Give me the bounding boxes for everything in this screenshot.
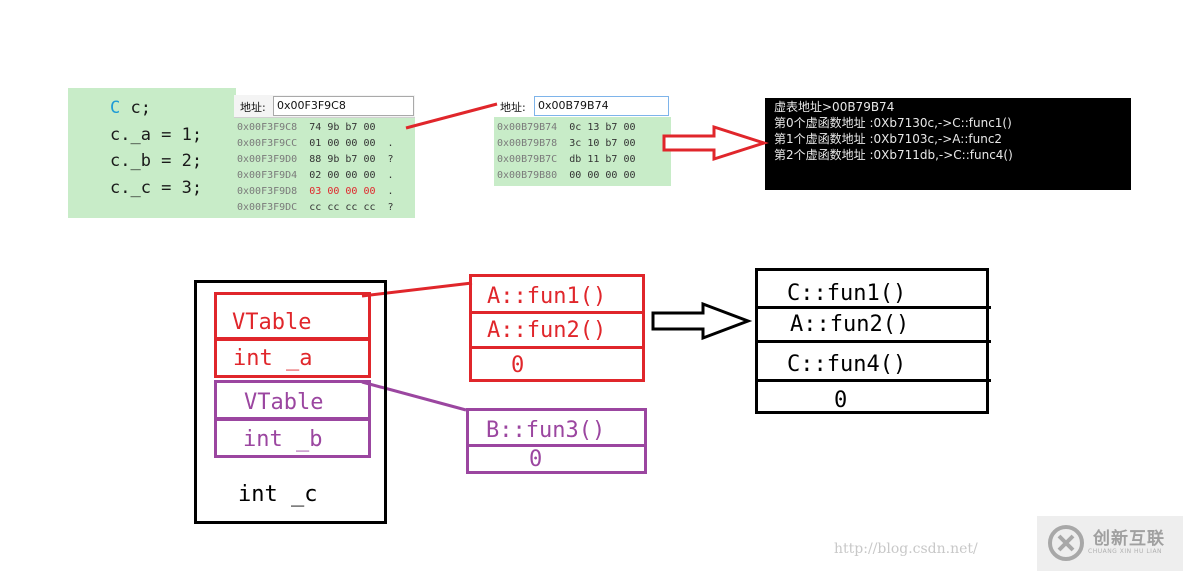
- watermark-subtitle: CHUANG XIN HU LIAN: [1088, 548, 1163, 555]
- vtable-c-divider: [755, 306, 991, 309]
- console-line-vtable-address: 虚表地址>00B79B74: [774, 100, 895, 114]
- code-line-assign-c: c._c = 3;: [110, 178, 203, 198]
- memory-row-changed: 0x00F3F9D8 03 00 00 00 .: [237, 186, 394, 197]
- pointer-line-top: [405, 102, 498, 130]
- memory-row: 0x00F3F9CC 01 00 00 00 .: [237, 138, 394, 149]
- vtable-c-divider: [755, 379, 991, 382]
- hollow-arrow-red: [662, 124, 769, 162]
- memory-row: 0x00B79B80 00 00 00 00: [497, 170, 636, 181]
- memory-row: 0x00F3F9DC cc cc cc cc ?: [237, 202, 394, 213]
- memory-window-object: 地址: 0x00F3F9C8 0x00F3F9C8 74 9b b7 00 0x…: [234, 95, 415, 218]
- object-a-member-slot: [214, 338, 371, 378]
- code-line-declare: C c;: [110, 98, 151, 118]
- object-c-layout: [194, 280, 387, 524]
- object-b-vtable-label: VTable: [244, 390, 324, 415]
- object-b-member-label: int _b: [243, 427, 323, 452]
- object-b-member-slot: [214, 418, 371, 458]
- address-input[interactable]: 0x00F3F9C8: [273, 96, 414, 116]
- vtable-c-divider: [755, 340, 991, 343]
- memory-row: 0x00F3F9C8 74 9b b7 00: [237, 122, 376, 133]
- vtable-a-entry-2: [469, 346, 645, 382]
- vtable-c-entry-3-label: 0: [834, 388, 848, 413]
- vtable-b-entry-1-label: 0: [529, 447, 543, 472]
- console-line-func0: 第0个虚函数地址 :0Xb7130c,->C::func1(): [774, 116, 1012, 130]
- hollow-arrow-black: [651, 301, 753, 341]
- console-output: 虚表地址>00B79B74 第0个虚函数地址 :0Xb7130c,->C::fu…: [765, 98, 1131, 190]
- address-input[interactable]: 0x00B79B74: [534, 96, 669, 116]
- memory-row: 0x00B79B74 0c 13 b7 00: [497, 122, 636, 133]
- address-bar: 地址: 0x00F3F9C8: [234, 95, 415, 118]
- pointer-line-b-vtable: [361, 380, 467, 412]
- address-label: 地址:: [240, 101, 266, 114]
- vtable-a-entry-2-label: 0: [511, 353, 525, 378]
- memory-row: 0x00F3F9D0 88 9b b7 00 ?: [237, 154, 394, 165]
- address-bar: 地址: 0x00B79B74: [494, 95, 671, 117]
- console-line-func1: 第1个虚函数地址 :0Xb7103c,->A::func2: [774, 132, 1003, 146]
- object-c-member-label: int _c: [238, 482, 318, 507]
- console-line-func2: 第2个虚函数地址 :0Xb711db,->C::func4(): [774, 148, 1013, 162]
- code-line-assign-a: c._a = 1;: [110, 125, 203, 145]
- vtable-c-entry-2-label: C::fun4(): [787, 352, 907, 377]
- memory-window-vtable: 地址: 0x00B79B74 0x00B79B74 0c 13 b7 00 0x…: [494, 95, 671, 186]
- watermark-url: http://blog.csdn.net/: [834, 541, 978, 557]
- source-code-panel: C c; c._a = 1; c._b = 2; c._c = 3;: [68, 88, 236, 218]
- vtable-c-entry-1-label: A::fun2(): [790, 312, 910, 337]
- vtable-a-entry-0-label: A::fun1(): [487, 284, 607, 309]
- watermark-logo: [1037, 516, 1183, 571]
- memory-row: 0x00B79B78 3c 10 b7 00: [497, 138, 636, 149]
- vtable-b-entry-1: [466, 444, 647, 474]
- watermark-logo-icon: [1048, 525, 1084, 561]
- vtable-b-entry-0-label: B::fun3(): [486, 418, 606, 443]
- vtable-c-entry-0-label: C::fun1(): [787, 281, 907, 306]
- object-a-member-label: int _a: [233, 346, 313, 371]
- pointer-line-a-vtable: [361, 281, 473, 298]
- vtable-a-entry-1-label: A::fun2(): [487, 318, 607, 343]
- address-label: 地址:: [500, 101, 526, 114]
- memory-row: 0x00F3F9D4 02 00 00 00 .: [237, 170, 394, 181]
- object-a-vtable-label: VTable: [232, 310, 312, 335]
- code-line-assign-b: c._b = 2;: [110, 151, 203, 171]
- watermark-brand: 创新互联: [1093, 529, 1165, 549]
- memory-row: 0x00B79B7C db 11 b7 00: [497, 154, 636, 165]
